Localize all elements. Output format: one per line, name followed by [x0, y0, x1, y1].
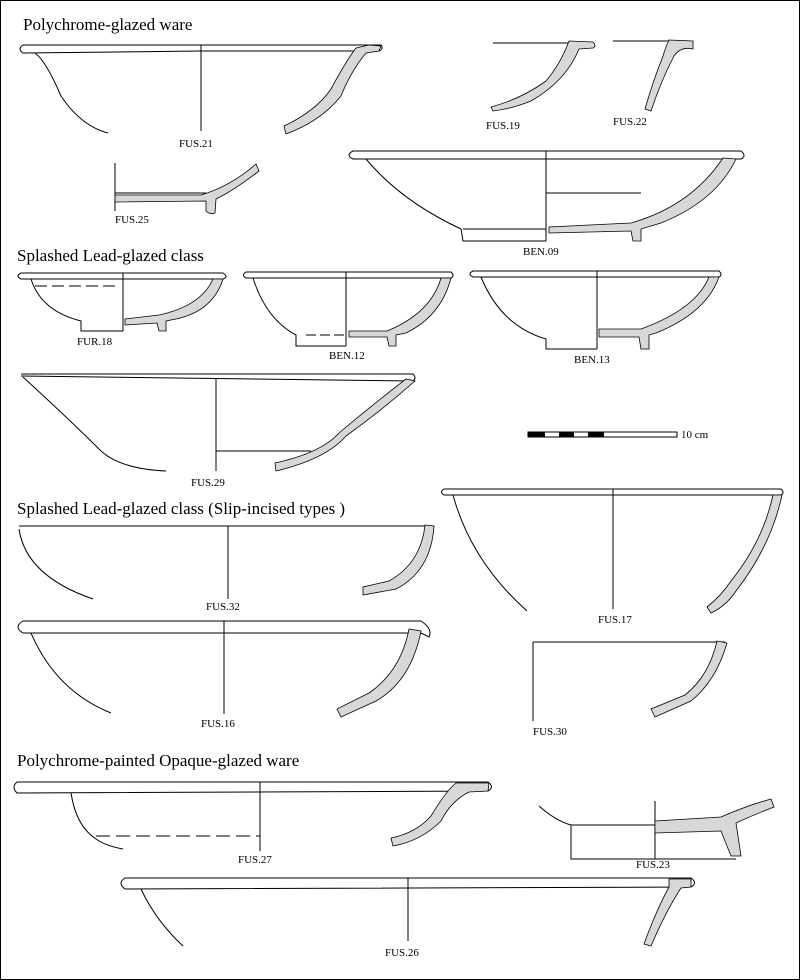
vessel-fus19: FUS.19 — [486, 40, 596, 132]
label-ben12: BEN.12 — [329, 350, 365, 362]
heading-polychrome-glazed: Polychrome-glazed ware — [23, 15, 192, 34]
label-ben13: BEN.13 — [574, 354, 610, 366]
label-fus21: FUS.21 — [179, 138, 213, 150]
vessel-fus16: FUS.16 — [17, 620, 431, 730]
vessel-ben09: BEN.09 — [348, 150, 745, 258]
label-fus17: FUS.17 — [598, 614, 632, 626]
label-fus23: FUS.23 — [636, 859, 670, 871]
vessel-fus29: FUS.29 — [20, 373, 416, 489]
label-fur18: FUR.18 — [77, 336, 113, 348]
vessel-ben12: BEN.12 — [243, 271, 454, 362]
vessel-fus23: FUS.23 — [538, 798, 775, 871]
heading-opaque-glazed: Polychrome-painted Opaque-glazed ware — [17, 751, 299, 770]
label-fus27: FUS.27 — [238, 854, 272, 866]
label-fus32: FUS.32 — [206, 601, 240, 613]
label-fus22: FUS.22 — [613, 116, 647, 128]
vessel-fus30: FUS.30 — [532, 640, 728, 738]
vessel-fus32: FUS.32 — [18, 524, 435, 613]
vessel-fus21: FUS.21 — [19, 44, 383, 150]
label-fus29: FUS.29 — [191, 477, 225, 489]
label-ben09: BEN.09 — [523, 246, 559, 258]
heading-slip-incised: Splashed Lead-glazed class (Slip-incised… — [17, 499, 345, 518]
label-fus25: FUS.25 — [115, 214, 149, 226]
label-fus16: FUS.16 — [201, 718, 235, 730]
scale-bar-label: 10 cm — [681, 429, 709, 441]
label-fus19: FUS.19 — [486, 120, 520, 132]
vessel-fus22: FUS.22 — [613, 39, 694, 128]
vessel-fus17: FUS.17 — [441, 488, 784, 626]
heading-splashed-lead-glazed: Splashed Lead-glazed class — [17, 246, 204, 265]
vessel-fus25: FUS.25 — [114, 163, 260, 226]
vessel-fus26: FUS.26 — [120, 877, 695, 959]
vessel-fur18: FUR.18 — [17, 272, 227, 348]
label-fus26: FUS.26 — [385, 947, 419, 959]
vessel-fus27: FUS.27 — [13, 781, 492, 866]
label-fus30: FUS.30 — [533, 726, 567, 738]
scale-bar: 10 cm — [527, 429, 709, 441]
vessel-ben13: BEN.13 — [469, 270, 722, 366]
